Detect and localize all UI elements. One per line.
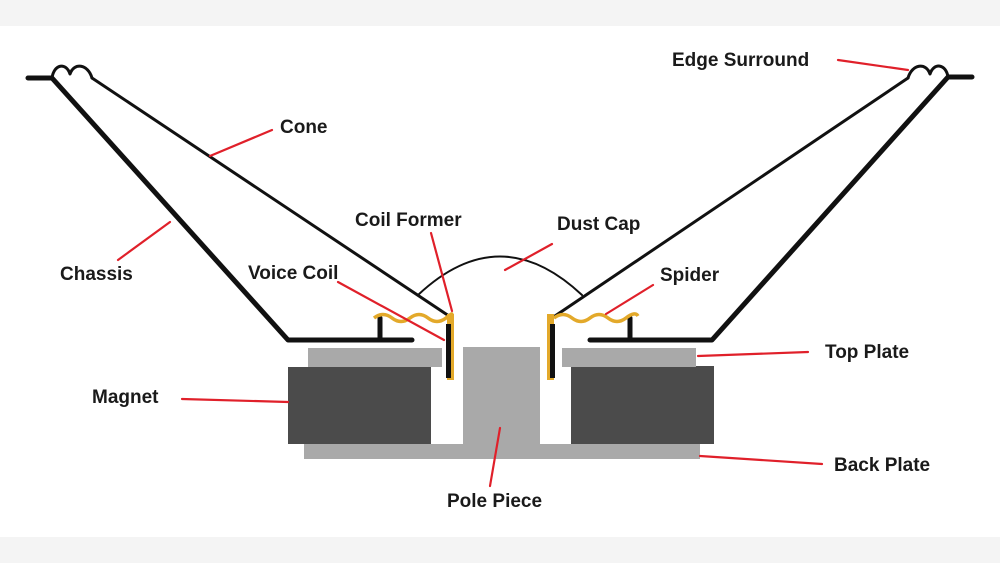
leader-magnet bbox=[180, 397, 290, 404]
magnet-left bbox=[288, 367, 431, 444]
bottom-band bbox=[0, 537, 1000, 563]
chassis bbox=[25, 74, 975, 343]
label-back-plate: Back Plate bbox=[834, 455, 930, 476]
chassis-left bbox=[25, 75, 415, 343]
spider-left bbox=[372, 312, 454, 324]
label-edge-surround: Edge Surround bbox=[672, 50, 809, 71]
leader-coil-former bbox=[429, 231, 454, 313]
magnet-right bbox=[571, 366, 714, 444]
pole-piece bbox=[463, 347, 540, 451]
cone-left bbox=[90, 76, 454, 320]
cone bbox=[90, 76, 910, 320]
voice-coil-left bbox=[446, 324, 451, 378]
top-plate-right bbox=[562, 348, 696, 367]
label-cone: Cone bbox=[280, 117, 328, 138]
top-band bbox=[0, 0, 1000, 26]
top-plate-left bbox=[308, 348, 442, 367]
edge-surround-right bbox=[906, 64, 950, 80]
leader-top-plate bbox=[696, 350, 810, 358]
label-coil-former: Coil Former bbox=[355, 210, 462, 231]
labels: Edge Surround Cone Chassis Coil Former D… bbox=[60, 50, 930, 512]
leader-lines bbox=[116, 58, 910, 488]
leader-chassis bbox=[116, 220, 172, 262]
leader-back-plate bbox=[698, 454, 824, 466]
label-top-plate: Top Plate bbox=[825, 342, 909, 363]
dust-cap bbox=[417, 255, 583, 296]
leader-cone bbox=[208, 128, 274, 158]
spider-right bbox=[552, 312, 640, 324]
label-spider: Spider bbox=[660, 265, 720, 286]
leader-voice-coil bbox=[336, 280, 446, 342]
leader-pole-piece bbox=[488, 426, 502, 488]
leader-spider bbox=[604, 283, 655, 316]
label-magnet: Magnet bbox=[92, 387, 159, 408]
edge-surround-left bbox=[50, 64, 94, 80]
label-chassis: Chassis bbox=[60, 264, 133, 285]
label-pole-piece: Pole Piece bbox=[447, 491, 542, 512]
leader-edge-surround bbox=[836, 58, 910, 72]
cone-right bbox=[550, 76, 910, 320]
label-dust-cap: Dust Cap bbox=[557, 214, 640, 235]
chassis-right bbox=[587, 74, 975, 343]
label-voice-coil: Voice Coil bbox=[248, 263, 338, 284]
back-plate bbox=[304, 444, 700, 459]
voice-coil-right bbox=[550, 324, 555, 378]
leader-dust-cap bbox=[503, 242, 554, 272]
